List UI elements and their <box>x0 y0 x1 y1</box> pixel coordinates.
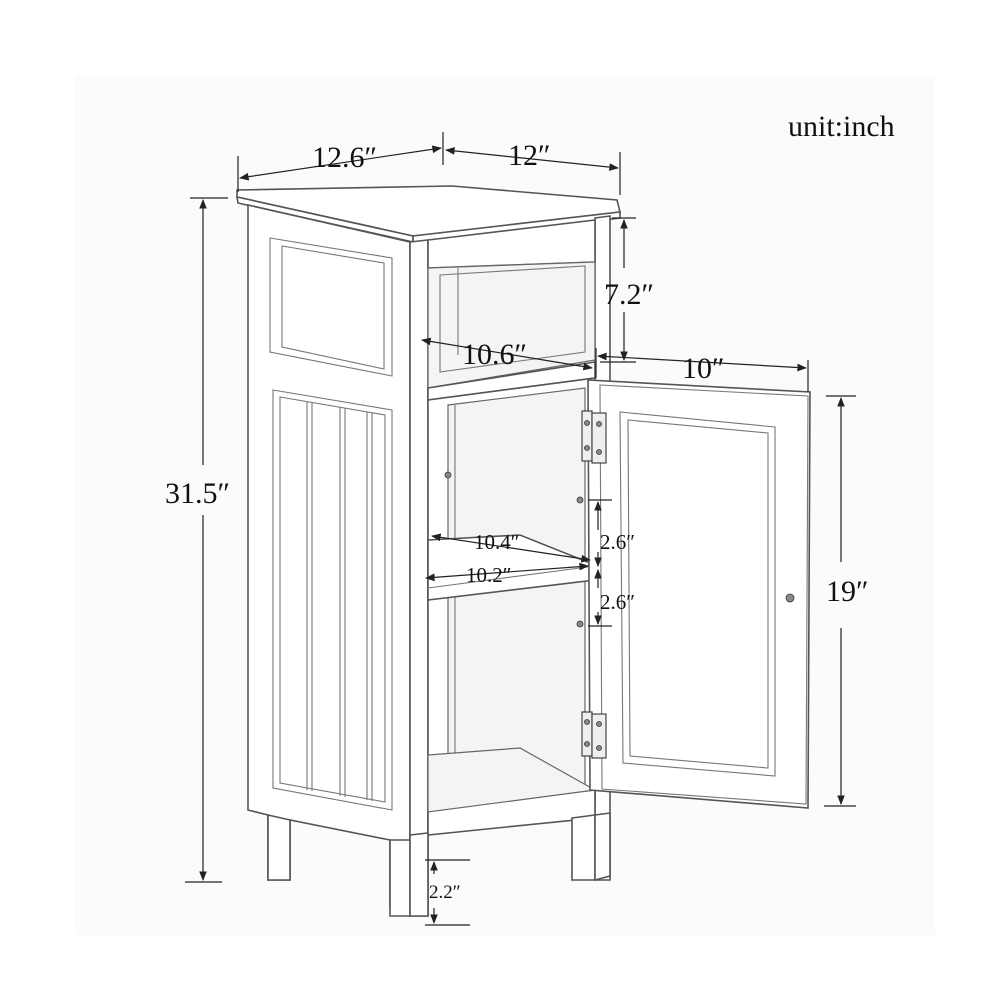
dim-shelf-spacing-upper: 2.6″ <box>600 530 635 554</box>
front-frame <box>409 239 429 917</box>
cabinet-door <box>587 379 811 809</box>
dim-leg-height: 2.2″ <box>429 882 461 903</box>
front-left-leg <box>389 839 411 917</box>
dim-inner-shelf-width: 10.4″ <box>474 530 520 554</box>
upper-hinge <box>581 410 607 464</box>
left-side-panel <box>247 203 411 909</box>
front-right-leg <box>571 814 596 881</box>
dim-open-shelf-width: 10.6″ <box>462 338 527 371</box>
dim-top-depth: 12.6″ <box>312 141 377 174</box>
dim-inner-shelf-depth: 10.2″ <box>466 563 512 587</box>
door-knob <box>785 593 795 603</box>
dim-total-height: 31.5″ <box>165 477 230 510</box>
lower-hinge <box>581 711 607 759</box>
dimension-lines <box>185 132 856 926</box>
dim-door-width: 10″ <box>682 352 725 385</box>
dim-shelf-spacing-lower: 2.6″ <box>600 590 635 614</box>
dim-open-shelf-height: 7.2″ <box>604 278 654 311</box>
dim-door-height: 19″ <box>826 575 869 608</box>
dim-top-width: 12″ <box>508 139 551 172</box>
unit-label: unit:inch <box>788 110 895 143</box>
